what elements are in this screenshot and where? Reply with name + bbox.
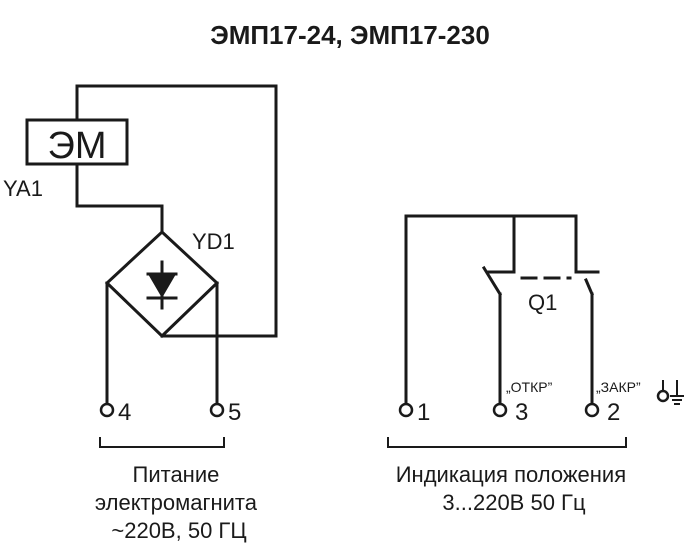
indication-caption-line-1: Индикация положения bbox=[396, 462, 626, 487]
power-bracket bbox=[99, 437, 225, 448]
power-caption-line-2: электромагнита bbox=[95, 490, 258, 515]
contact-closed-label: „ЗАКР” bbox=[596, 379, 641, 395]
power-caption-line-3: ~220В, 50 ГЦ bbox=[111, 518, 246, 543]
rectifier-bridge bbox=[104, 229, 220, 339]
switch-designator: Q1 bbox=[528, 290, 557, 315]
coil-bridge-wire bbox=[75, 162, 164, 234]
diode-icon bbox=[146, 260, 178, 310]
contact-closed-blade bbox=[584, 278, 594, 296]
terminal-1-label: 1 bbox=[417, 399, 430, 426]
indication-bracket bbox=[387, 437, 627, 448]
rectifier-designator: YD1 bbox=[192, 229, 235, 254]
indication-circuit: Q1 1 3 2 „ОТКР” „ЗАКР” Индикация положен… bbox=[387, 214, 684, 515]
indication-caption-line-2: 3...220В 50 Гц bbox=[442, 490, 586, 515]
power-caption: Питание электромагнита ~220В, 50 ГЦ bbox=[95, 462, 263, 543]
electromagnet-circuit: ЭМ YA1 YD1 4 5 Питание электромагнита ~2… bbox=[3, 84, 278, 543]
common-wire bbox=[404, 214, 578, 405]
terminal-2 bbox=[584, 402, 600, 418]
terminal-3-label: 3 bbox=[515, 399, 528, 426]
terminal-4 bbox=[99, 402, 115, 418]
terminal-3 bbox=[492, 402, 508, 418]
terminal-1 bbox=[398, 402, 414, 418]
diagram-title: ЭМП17-24, ЭМП17-230 bbox=[210, 20, 490, 50]
terminal-5-label: 5 bbox=[228, 399, 241, 426]
contact-open-label: „ОТКР” bbox=[506, 379, 553, 395]
indication-caption: Индикация положения 3...220В 50 Гц bbox=[396, 462, 633, 515]
coil-label: ЭМ bbox=[48, 125, 107, 167]
terminal-2-label: 2 bbox=[607, 399, 620, 426]
terminal-4-label: 4 bbox=[118, 399, 131, 426]
coil-top-wire bbox=[75, 84, 278, 338]
terminal-5 bbox=[209, 402, 225, 418]
ground-icon bbox=[656, 380, 684, 405]
power-caption-line-1: Питание bbox=[133, 462, 220, 487]
coil-designator: YA1 bbox=[3, 176, 43, 201]
